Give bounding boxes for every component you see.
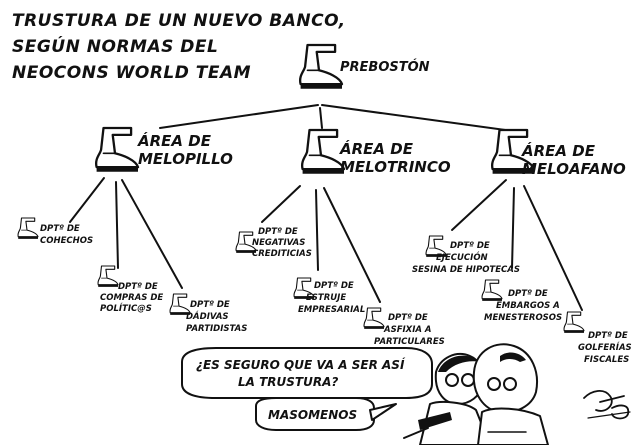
node-dept-compras: DPTº DE COMPRAS DE POLÍTIC@S — [97, 265, 163, 314]
dept-label-line-2: DÁDIVAS — [186, 310, 229, 322]
dept-label-line-3: PARTICULARES — [374, 337, 445, 347]
dept-label-line-3: CREDITICIAS — [252, 249, 312, 259]
dept-label-line-1: DPTº DE — [450, 241, 490, 251]
bubble-question-line-1: ¿ES SEGURO QUE VA A SER ASÍ — [196, 357, 406, 372]
boot-icon — [363, 307, 385, 330]
boot-icon — [97, 265, 119, 288]
dept-label-line-3: PARTIDISTAS — [186, 324, 247, 334]
area-label-line-2: MELOTRINCO — [340, 158, 451, 176]
area-label-line-1: ÁREA DE — [521, 141, 596, 160]
bubble-answer-text: MASOMENOS — [268, 408, 357, 422]
boot-icon — [17, 217, 39, 240]
man-figure-icon — [403, 353, 491, 445]
dept-label-line-1: DPTº DE — [118, 282, 158, 292]
node-dept-negativas: DPTº DE NEGATIVAS CREDITICIAS — [235, 227, 312, 259]
dept-label-line-3: FISCALES — [584, 355, 629, 365]
node-area-melotrinco: ÁREA DE MELOTRINCO — [300, 128, 451, 176]
dept-label-line-1: DPTº DE — [314, 281, 354, 291]
title-line-3: NEOCONS WORLD TEAM — [12, 63, 251, 83]
area-label-line-1: ÁREA DE — [137, 131, 212, 150]
node-dept-cohechos: DPTº DE COHECHOS — [17, 217, 93, 246]
boot-icon — [563, 311, 585, 334]
node-dept-asfixia: DPTº DE ASFIXIA A PARTICULARES — [363, 307, 445, 347]
preboston-label: PREBOSTÓN — [340, 59, 430, 75]
woman-figure-icon — [472, 343, 549, 445]
artist-signature — [583, 390, 631, 420]
dept-label-line-2: GOLFERÍAS — [578, 341, 632, 353]
area-label-line-1: ÁREA DE — [339, 139, 414, 158]
node-area-meloafano: ÁREA DE MELOAFANO — [490, 128, 626, 178]
dept-label-line-1: DPTº DE — [388, 313, 428, 323]
speech-bubble-answer: MASOMENOS — [255, 397, 397, 431]
dept-label-line-1: DPTº DE — [40, 224, 80, 234]
dept-label-line-1: DPTº DE — [508, 289, 548, 299]
dept-label-line-1: DPTº DE — [258, 227, 298, 237]
dept-label-line-3: EMPRESARIAL — [298, 305, 365, 315]
org-chart-connectors — [69, 104, 583, 311]
node-dept-ejecucion: DPTº DE EJECUCIÓN SESINA DE HIPOTECAS — [412, 235, 520, 275]
bubble-question-line-2: LA TRUSTURA? — [238, 375, 338, 389]
dept-label-line-1: DPTº DE — [588, 331, 628, 341]
area-label-line-2: MELOAFANO — [522, 160, 626, 178]
title-line-1: TRUSTURA DE UN NUEVO BANCO, — [12, 11, 346, 31]
dept-label-line-2: NEGATIVAS — [252, 238, 305, 248]
dept-label-line-3: SESINA DE HIPOTECAS — [412, 265, 520, 275]
boot-icon — [481, 279, 503, 302]
node-preboston: PREBOSTÓN — [298, 43, 430, 90]
boot-icon — [300, 128, 346, 175]
node-dept-dadivas: DPTº DE DÁDIVAS PARTIDISTAS — [169, 293, 247, 334]
dept-label-line-2: EJECUCIÓN — [436, 251, 488, 263]
node-dept-golferias: DPTº DE GOLFERÍAS FISCALES — [563, 311, 632, 365]
node-dept-estruje: DPTº DE ESTRUJE EMPRESARIAL — [293, 277, 365, 315]
dept-label-line-2: ASFIXIA A — [383, 325, 432, 335]
dept-label-line-1: DPTº DE — [190, 300, 230, 310]
cartoon-title: TRUSTURA DE UN NUEVO BANCO, SEGÚN NORMAS… — [12, 11, 346, 83]
boot-icon — [298, 43, 344, 90]
area-label-line-2: MELOPILLO — [138, 150, 233, 168]
dept-label-line-2: EMBARGOS A — [496, 301, 560, 311]
dept-label-line-2: COHECHOS — [40, 236, 93, 246]
dept-label-line-2: COMPRAS DE — [100, 293, 163, 303]
title-line-2: SEGÚN NORMAS DEL — [12, 35, 218, 57]
cartoon-characters — [403, 343, 549, 445]
dept-label-line-2: ESTRUJE — [306, 293, 346, 303]
dept-label-line-3: POLÍTIC@S — [100, 302, 152, 314]
node-area-melopillo: ÁREA DE MELOPILLO — [94, 126, 233, 173]
boot-icon — [94, 126, 140, 173]
node-dept-embargos: DPTº DE EMBARGOS A MENESTEROSOS — [481, 279, 562, 323]
dept-label-line-3: MENESTEROSOS — [484, 313, 562, 323]
speech-bubble-question: ¿ES SEGURO QUE VA A SER ASÍ LA TRUSTURA? — [181, 347, 433, 417]
